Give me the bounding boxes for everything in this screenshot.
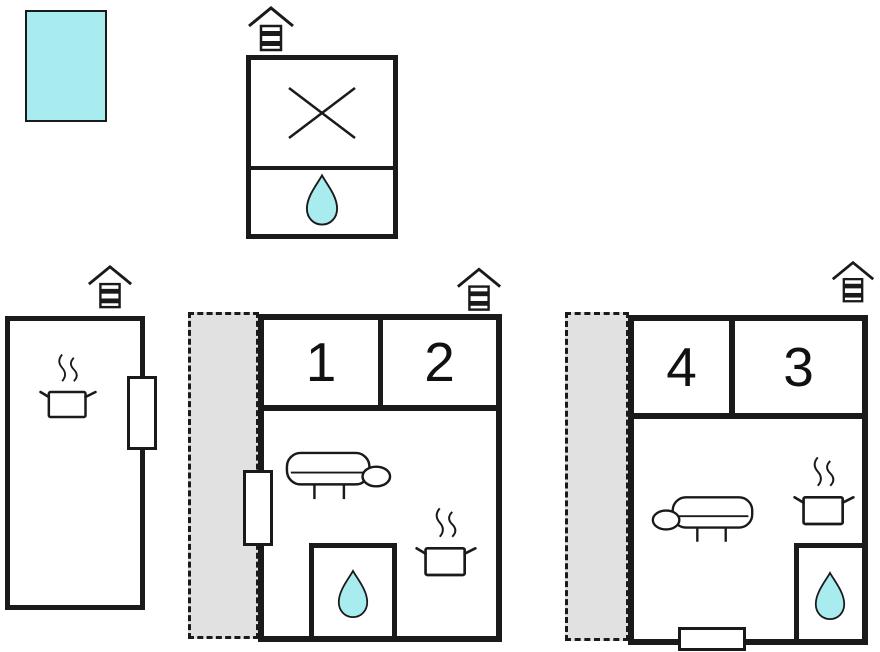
stove-pot-icon (415, 507, 477, 577)
right-building: 4 3 (628, 315, 868, 645)
left-building (5, 316, 145, 610)
room-label-4: 4 (666, 335, 697, 398)
terrace (565, 312, 629, 641)
interior-wall-horizontal (634, 413, 862, 419)
interior-wall-horizontal (264, 405, 496, 411)
center-building: 1 2 (258, 314, 502, 642)
cross-icon (288, 87, 356, 139)
swimming-pool (25, 10, 107, 122)
interior-wall-vertical (378, 320, 383, 405)
chimney-icon (456, 267, 502, 311)
annex-building (246, 55, 398, 239)
interior-wall-horizontal (251, 166, 393, 170)
stove-pot-icon (39, 353, 97, 419)
door-left-wall (243, 470, 273, 546)
room-label-3: 3 (783, 335, 814, 398)
room-label-1: 1 (305, 331, 337, 393)
sofa-icon (285, 451, 392, 500)
chimney-icon (831, 260, 875, 303)
window-right-wall (127, 376, 157, 450)
window-bottom-wall (678, 627, 746, 651)
bathroom (309, 543, 397, 636)
sofa-icon (651, 496, 754, 542)
water-drop-icon (305, 173, 339, 226)
water-drop-icon (337, 569, 369, 619)
stove-pot-icon (793, 456, 855, 526)
chimney-icon (87, 264, 133, 309)
water-drop-icon (814, 571, 846, 621)
chimney-icon (248, 6, 294, 52)
interior-wall-vertical (729, 321, 735, 413)
room-label-2: 2 (424, 331, 455, 393)
bathroom (794, 543, 862, 639)
